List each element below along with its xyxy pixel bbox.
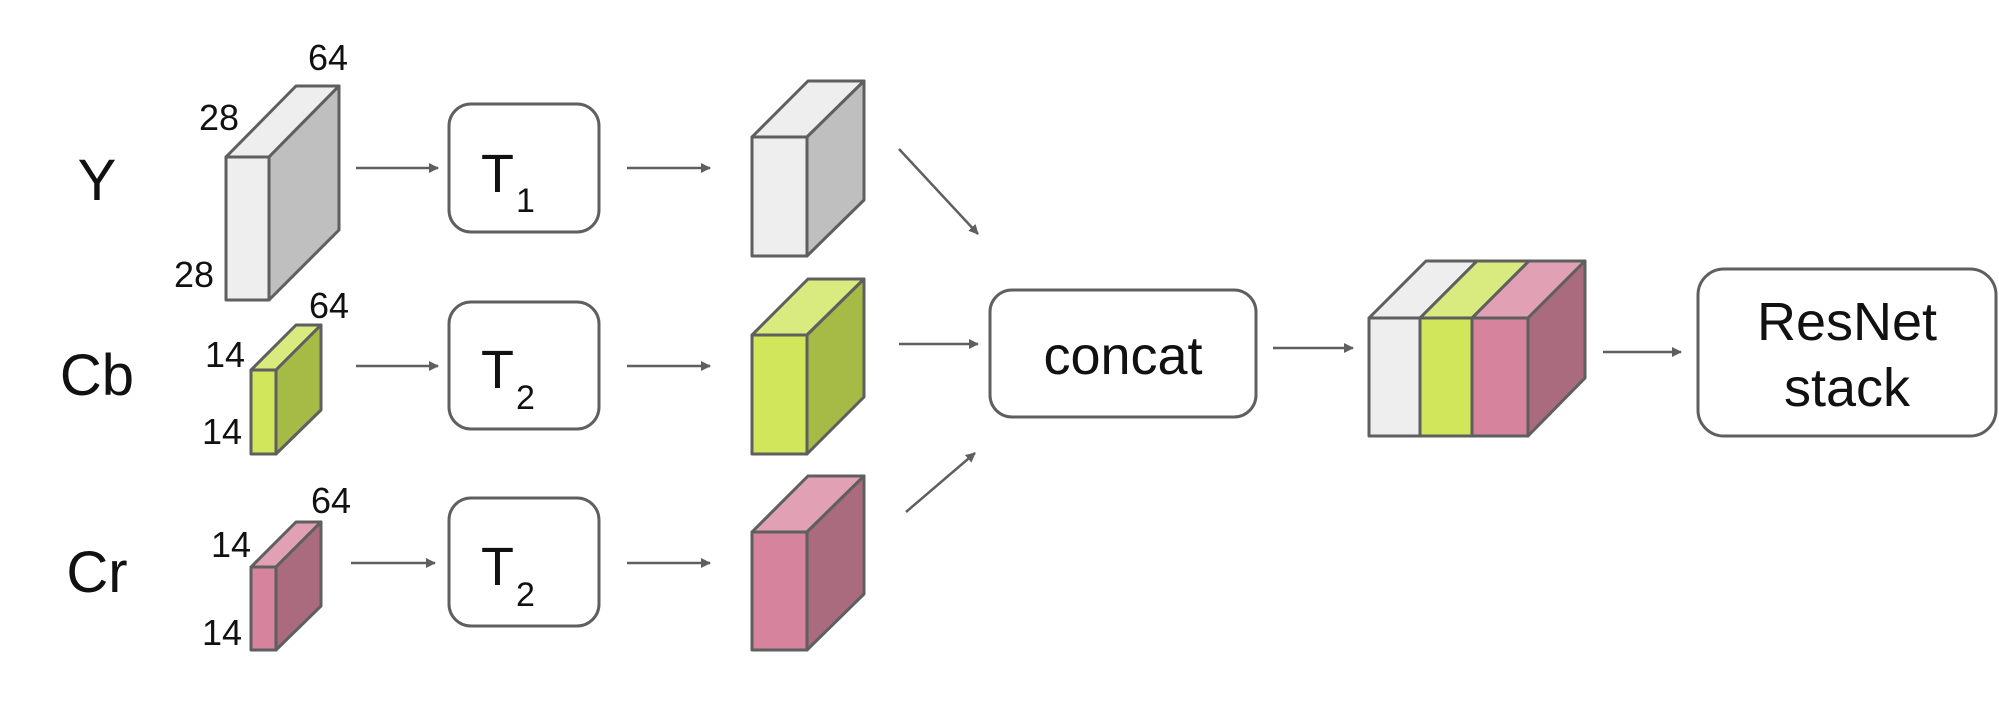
transform-box-t2-cb: T 2 (447, 300, 601, 431)
dim-depth-cr: 64 (311, 480, 351, 521)
arrow-cr-out-to-concat (905, 452, 976, 513)
slab-front-y (1367, 316, 1422, 438)
dim-height-cb: 14 (205, 334, 245, 375)
concat-label: concat (1043, 326, 1202, 386)
transform-box-t2-cr: T 2 (447, 496, 601, 628)
input-block-y (224, 84, 341, 302)
block-front (750, 530, 809, 652)
block-front (249, 565, 278, 652)
resnet-stack-box: ResNet stack (1696, 267, 1998, 438)
slab-front-cb (1418, 316, 1474, 438)
block-front (750, 135, 809, 258)
dim-height-y: 28 (199, 97, 239, 138)
resnet-label-line2: stack (1784, 358, 1911, 418)
dim-depth-y: 64 (308, 37, 348, 78)
transform-label: T (481, 537, 514, 597)
concatenated-block (1367, 259, 1587, 438)
resnet-label-line1: ResNet (1757, 292, 1937, 352)
transform-label: T (481, 144, 514, 204)
transform-box-t1: T 1 (447, 102, 601, 234)
transform-subscript: 2 (516, 379, 535, 417)
transformed-block-y (750, 79, 866, 258)
transform-subscript: 2 (516, 576, 535, 614)
dim-depth-cb: 64 (309, 285, 349, 326)
arrow-y-out-to-concat (898, 148, 979, 235)
slab-front-cr (1470, 316, 1530, 438)
input-block-cb (249, 323, 323, 456)
transformed-block-cb (750, 277, 866, 456)
concat-box: concat (988, 288, 1258, 419)
transform-subscript: 1 (516, 182, 535, 220)
block-front (224, 155, 271, 302)
dim-height-cr: 14 (211, 524, 251, 565)
channel-label-y: Y (78, 148, 117, 213)
dim-width-cb: 14 (202, 411, 242, 452)
channel-label-cb: Cb (60, 343, 134, 408)
transform-label: T (481, 340, 514, 400)
transformed-block-cr (750, 474, 866, 652)
block-front (750, 333, 809, 456)
dim-width-cr: 14 (202, 612, 242, 653)
block-front (249, 368, 278, 456)
channel-label-cr: Cr (66, 540, 127, 605)
dim-width-y: 28 (174, 254, 214, 295)
input-block-cr (249, 520, 323, 652)
